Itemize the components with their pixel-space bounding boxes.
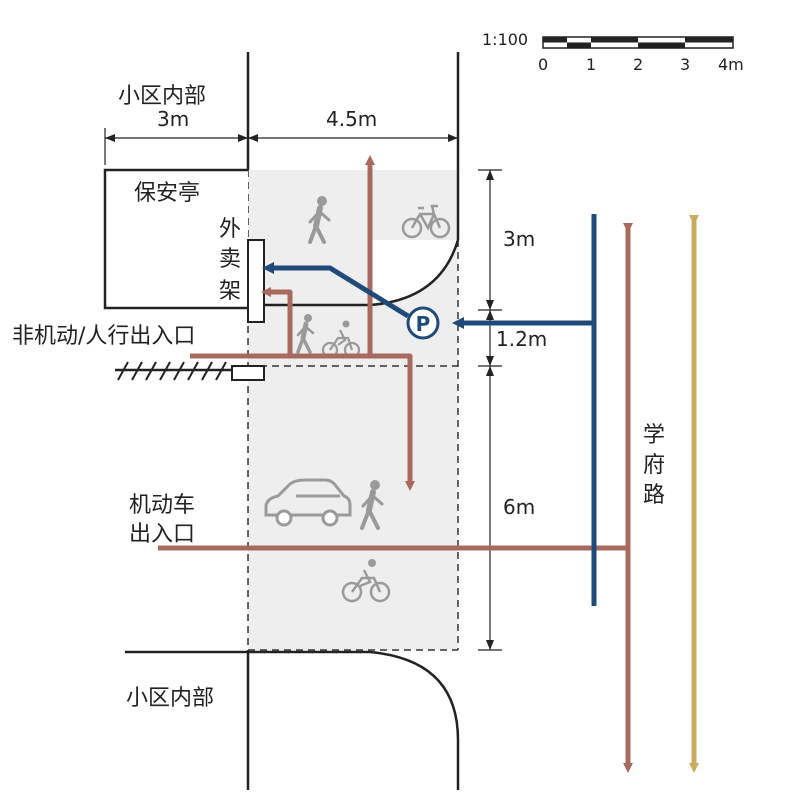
parking-icon: P xyxy=(406,306,440,340)
label-ped-entrance: 非机动/人行出入口 xyxy=(12,324,195,349)
label-inner-bottom: 小区内部 xyxy=(126,686,214,711)
road-curve-top xyxy=(265,239,460,307)
flow-arrows-blue xyxy=(262,214,597,606)
label-street-2: 府 xyxy=(643,453,665,478)
parking-icon-letter: P xyxy=(416,312,431,336)
gate-hatching xyxy=(117,361,227,381)
scale-tick-4: 4m xyxy=(718,55,744,74)
dimension-3m: 3m xyxy=(503,227,535,251)
dimension-1-2m: 1.2m xyxy=(496,327,547,351)
car-icon xyxy=(264,478,352,527)
label-vehicle-entrance-1: 机动车 xyxy=(129,493,195,518)
label-street-1: 学 xyxy=(643,423,665,448)
label-inner-top: 小区内部 xyxy=(118,84,206,109)
label-vehicle-entrance-2: 出入口 xyxy=(129,522,195,547)
cyclist-icon xyxy=(341,559,391,603)
scale-tick-2: 2 xyxy=(633,55,643,74)
label-road-width: 4.5m xyxy=(326,107,377,131)
scale-tick-1: 1 xyxy=(586,55,596,74)
delivery-rack-box xyxy=(247,239,265,323)
label-delivery-rack-3: 架 xyxy=(219,279,241,304)
scale-tick-0: 0 xyxy=(538,55,548,74)
flow-arrows-red xyxy=(158,155,633,773)
pedestrian-icon xyxy=(308,196,331,244)
gate-post xyxy=(231,365,265,381)
vehicle-zone-shading xyxy=(248,366,458,650)
scale-ratio: 1:100 xyxy=(482,30,528,49)
label-street-3: 路 xyxy=(643,483,665,508)
road-curve-bottom xyxy=(248,650,460,790)
guard-booth-outline xyxy=(103,168,248,310)
pedestrian-icon-vehicle-zone xyxy=(360,480,384,530)
label-guard-booth: 保安亭 xyxy=(134,181,200,206)
upper-road-shading xyxy=(370,170,458,240)
label-inner-top-width: 3m xyxy=(157,107,189,131)
label-delivery-rack-2: 卖 xyxy=(219,247,241,272)
pedestrian-icon-small xyxy=(296,314,315,354)
dimension-arrowheads xyxy=(105,134,494,650)
scale-tick-3: 3 xyxy=(680,55,690,74)
scale-bar xyxy=(542,36,734,49)
dimension-6m: 6m xyxy=(503,495,535,519)
label-delivery-rack-1: 外 xyxy=(219,217,241,242)
bicycle-icon xyxy=(401,204,451,239)
